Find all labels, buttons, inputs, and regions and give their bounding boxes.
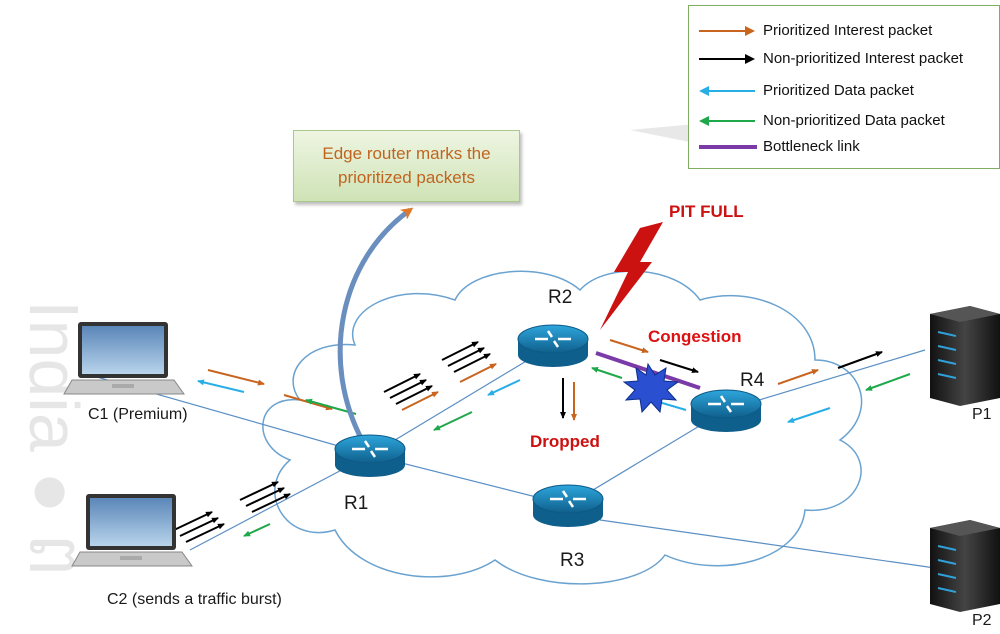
- arrow-nonprioritized-interest: [185, 523, 225, 543]
- router-r3-label: R3: [560, 550, 585, 571]
- router-r1-label: R1: [344, 493, 369, 514]
- router-arrows-icon: [550, 490, 586, 508]
- laptop-c2-icon[interactable]: [71, 494, 193, 567]
- dropped-label: Dropped: [530, 432, 600, 451]
- arrow-prioritized-interest: [401, 391, 439, 411]
- legend-arrow-icon: [699, 26, 755, 36]
- legend-label: Non-prioritized Interest packet: [763, 50, 964, 67]
- legend-label: Prioritized Data packet: [763, 82, 914, 99]
- legend-item-prioritized-data: Prioritized Data packet: [689, 80, 1000, 102]
- arrow-prioritized-interest: [777, 369, 819, 385]
- arrow-nonprioritized-interest: [453, 353, 491, 373]
- network-cloud: [262, 270, 863, 585]
- legend-item-bottleneck: Bottleneck link: [689, 136, 1000, 158]
- legend-line-icon: [699, 145, 757, 149]
- pit-full-bolt: [600, 222, 663, 330]
- arrow-nonprioritized-interest: [441, 341, 479, 361]
- arrow-nonprioritized-interest: [395, 385, 433, 405]
- router-arrows-icon: [535, 330, 571, 348]
- server-p2-icon[interactable]: [930, 520, 1000, 612]
- router-r2-label: R2: [548, 287, 573, 308]
- legend: Prioritized Interest packet Non-prioriti…: [688, 5, 1000, 169]
- legend-label: Prioritized Interest packet: [763, 22, 933, 39]
- arrow-nonprioritized-interest: [837, 351, 883, 369]
- router-r1[interactable]: [334, 434, 406, 477]
- callout-arrow: [337, 207, 414, 442]
- router-r4-label: R4: [740, 370, 765, 391]
- legend-item-nonprioritized-interest: Non-prioritized Interest packet: [689, 48, 1000, 70]
- arrow-prioritized-interest: [609, 339, 649, 354]
- arrow-prioritized-data: [487, 379, 521, 396]
- legend-arrow-icon: [699, 86, 755, 96]
- callout-line-1: Edge router marks the: [322, 144, 491, 163]
- arrow-nonprioritized-data: [865, 373, 911, 391]
- arrow-nonprioritized-interest: [659, 359, 699, 374]
- edge-router-callout: Edge router marks the prioritized packet…: [293, 130, 520, 202]
- arrow-nonprioritized-interest: [245, 487, 285, 507]
- router-r4[interactable]: [690, 389, 762, 432]
- legend-label: Non-prioritized Data packet: [763, 112, 945, 129]
- arrow-nonprioritized-data: [243, 523, 271, 537]
- router-r3[interactable]: [532, 484, 604, 527]
- arrow-nonprioritized-data: [591, 367, 623, 379]
- laptop-c1-icon[interactable]: [63, 322, 185, 395]
- pit-full-label: PIT FULL: [669, 202, 744, 221]
- arrow-nonprioritized-interest: [383, 373, 421, 393]
- arrow-nonprioritized-interest: [389, 379, 427, 399]
- legend-arrow-icon: [699, 116, 755, 126]
- legend-item-prioritized-interest: Prioritized Interest packet: [689, 20, 1000, 42]
- arrow-nonprioritized-data: [433, 411, 473, 431]
- congestion-label: Congestion: [648, 327, 742, 346]
- server-p1-icon[interactable]: [930, 306, 1000, 406]
- arrow-nonprioritized-interest: [239, 481, 279, 501]
- producer-p1-label: P1: [972, 406, 992, 423]
- arrow-nonprioritized-interest: [173, 511, 213, 531]
- link-r1-r2: [369, 344, 554, 456]
- callout-line-2: prioritized packets: [337, 168, 475, 187]
- router-arrows-icon: [708, 395, 744, 413]
- arrow-prioritized-interest: [459, 363, 497, 383]
- legend-label: Bottleneck link: [763, 138, 860, 155]
- congestion-burst: [622, 362, 680, 414]
- arrow-nonprioritized-interest: [447, 347, 485, 367]
- arrows-r1-r2: [383, 341, 521, 431]
- arrow-nonprioritized-interest: [179, 517, 219, 537]
- arrow-nonprioritized-interest: [251, 493, 291, 513]
- producer-p2-label: P2: [972, 612, 992, 629]
- router-r2[interactable]: [517, 324, 589, 367]
- burst-arrows-c2: [173, 481, 291, 543]
- link-r3-p2: [599, 519, 936, 569]
- legend-item-nonprioritized-data: Non-prioritized Data packet: [689, 110, 1000, 132]
- arrow-prioritized-data: [787, 407, 831, 423]
- consumer-c2-label: C2 (sends a traffic burst): [107, 591, 282, 608]
- consumer-c1-label: C1 (Premium): [88, 406, 188, 423]
- arrow-prioritized-interest: [207, 369, 265, 386]
- router-arrows-icon: [352, 440, 388, 458]
- legend-arrow-icon: [699, 54, 755, 64]
- arrow-prioritized-data: [197, 379, 245, 393]
